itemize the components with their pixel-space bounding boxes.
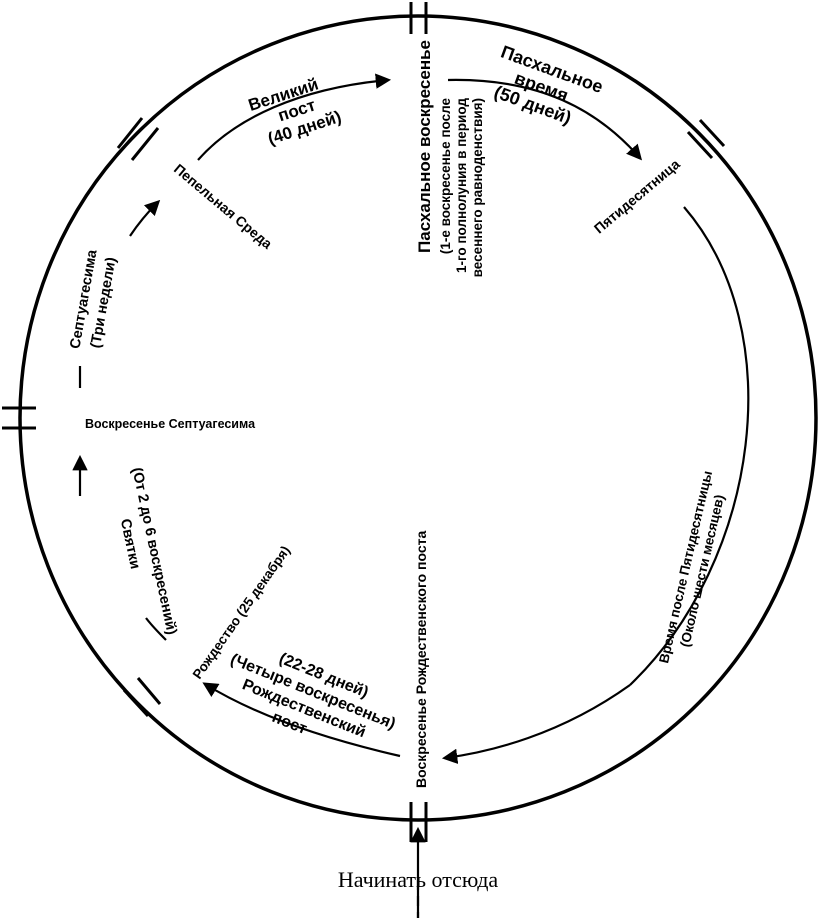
season-tick-marks [2, 2, 726, 842]
advent-sunday-label: Воскресенье Рождественского поста [413, 530, 429, 788]
easter-note-line-1: (1-е воскресенье после [438, 98, 453, 255]
epiphany-line-2: Святки [117, 517, 143, 570]
epiphany-arrow [145, 617, 167, 641]
easter-note-line-2: 1-го полнолуния в период [454, 98, 469, 273]
septuagesima-up-arrow [129, 199, 161, 237]
advent-arrow [202, 682, 401, 758]
pentecost-label: Пятидесятница [591, 156, 683, 237]
after-pentecost-arrow [629, 206, 750, 686]
septuagesima-sunday-label: Воскресенье Септуагесима [85, 417, 256, 431]
easter-note-line-3: весеннего равноденствия) [470, 98, 485, 277]
season-flow-arrows [72, 73, 750, 918]
after-pentecost-arrow-tail [441, 684, 631, 765]
start-here-label: Начинать отсюда [338, 867, 499, 892]
year-cycle-circle [18, 14, 818, 822]
easter-sunday-label: Пасхальное воскресенье [415, 40, 434, 253]
eastertide-arrow [447, 78, 643, 161]
lent-arrow [197, 73, 392, 161]
ash-wednesday-label: Пепельная Среда [171, 161, 276, 252]
